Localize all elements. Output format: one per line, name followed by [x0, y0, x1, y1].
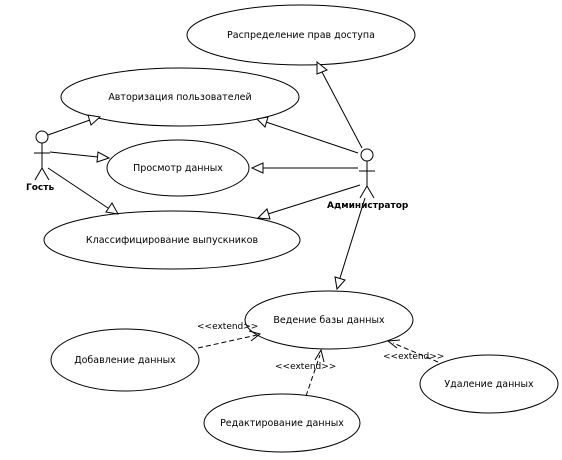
extend-delete-db: <<extend>> — [383, 339, 444, 363]
use-case-view-label: Просмотр данных — [133, 163, 223, 174]
use-case-rights[interactable]: Распределение прав доступа — [186, 4, 416, 66]
use-case-auth[interactable]: Авторизация пользователей — [60, 67, 300, 127]
use-case-add[interactable]: Добавление данных — [50, 328, 200, 392]
association-guest-auth — [47, 114, 102, 136]
association-admin-db — [334, 197, 366, 291]
actor-guest[interactable]: Гость — [26, 130, 54, 193]
extend-edit-db-label: <<extend>> — [275, 362, 336, 372]
use-case-add-label: Добавление данных — [74, 355, 176, 366]
use-case-edit-label: Редактирование данных — [220, 418, 344, 429]
use-case-classify[interactable]: Классифицирование выпускников — [43, 210, 301, 270]
association-guest-classify — [47, 167, 119, 215]
use-case-db[interactable]: Ведение базы данных — [244, 290, 414, 350]
actor-admin[interactable]: Администратор — [327, 148, 409, 211]
association-admin-auth — [255, 116, 359, 154]
association-admin-view — [250, 162, 358, 174]
actor-admin-label: Администратор — [327, 201, 409, 211]
use-case-delete-label: Удаление данных — [444, 379, 534, 390]
guest-stick-figure-icon — [34, 130, 50, 181]
extend-add-db: <<extend>> — [197, 322, 262, 349]
admin-stick-figure-icon — [359, 148, 375, 199]
use-case-edit[interactable]: Редактирование данных — [203, 393, 361, 453]
use-case-classify-label: Классифицирование выпускников — [86, 235, 259, 246]
actor-guest-label: Гость — [26, 183, 54, 193]
association-admin-rights — [316, 60, 363, 149]
use-case-view[interactable]: Просмотр данных — [106, 139, 250, 197]
association-admin-classify — [256, 184, 361, 220]
association-guest-view — [49, 151, 111, 163]
use-case-rights-label: Распределение прав доступа — [227, 30, 375, 41]
extend-edit-db: <<extend>> — [275, 348, 336, 397]
use-case-db-label: Ведение базы данных — [273, 315, 385, 326]
use-case-delete[interactable]: Удаление данных — [419, 354, 559, 414]
use-case-auth-label: Авторизация пользователей — [108, 92, 251, 103]
extend-delete-db-label: <<extend>> — [383, 352, 444, 362]
extend-add-db-label: <<extend>> — [197, 322, 258, 332]
